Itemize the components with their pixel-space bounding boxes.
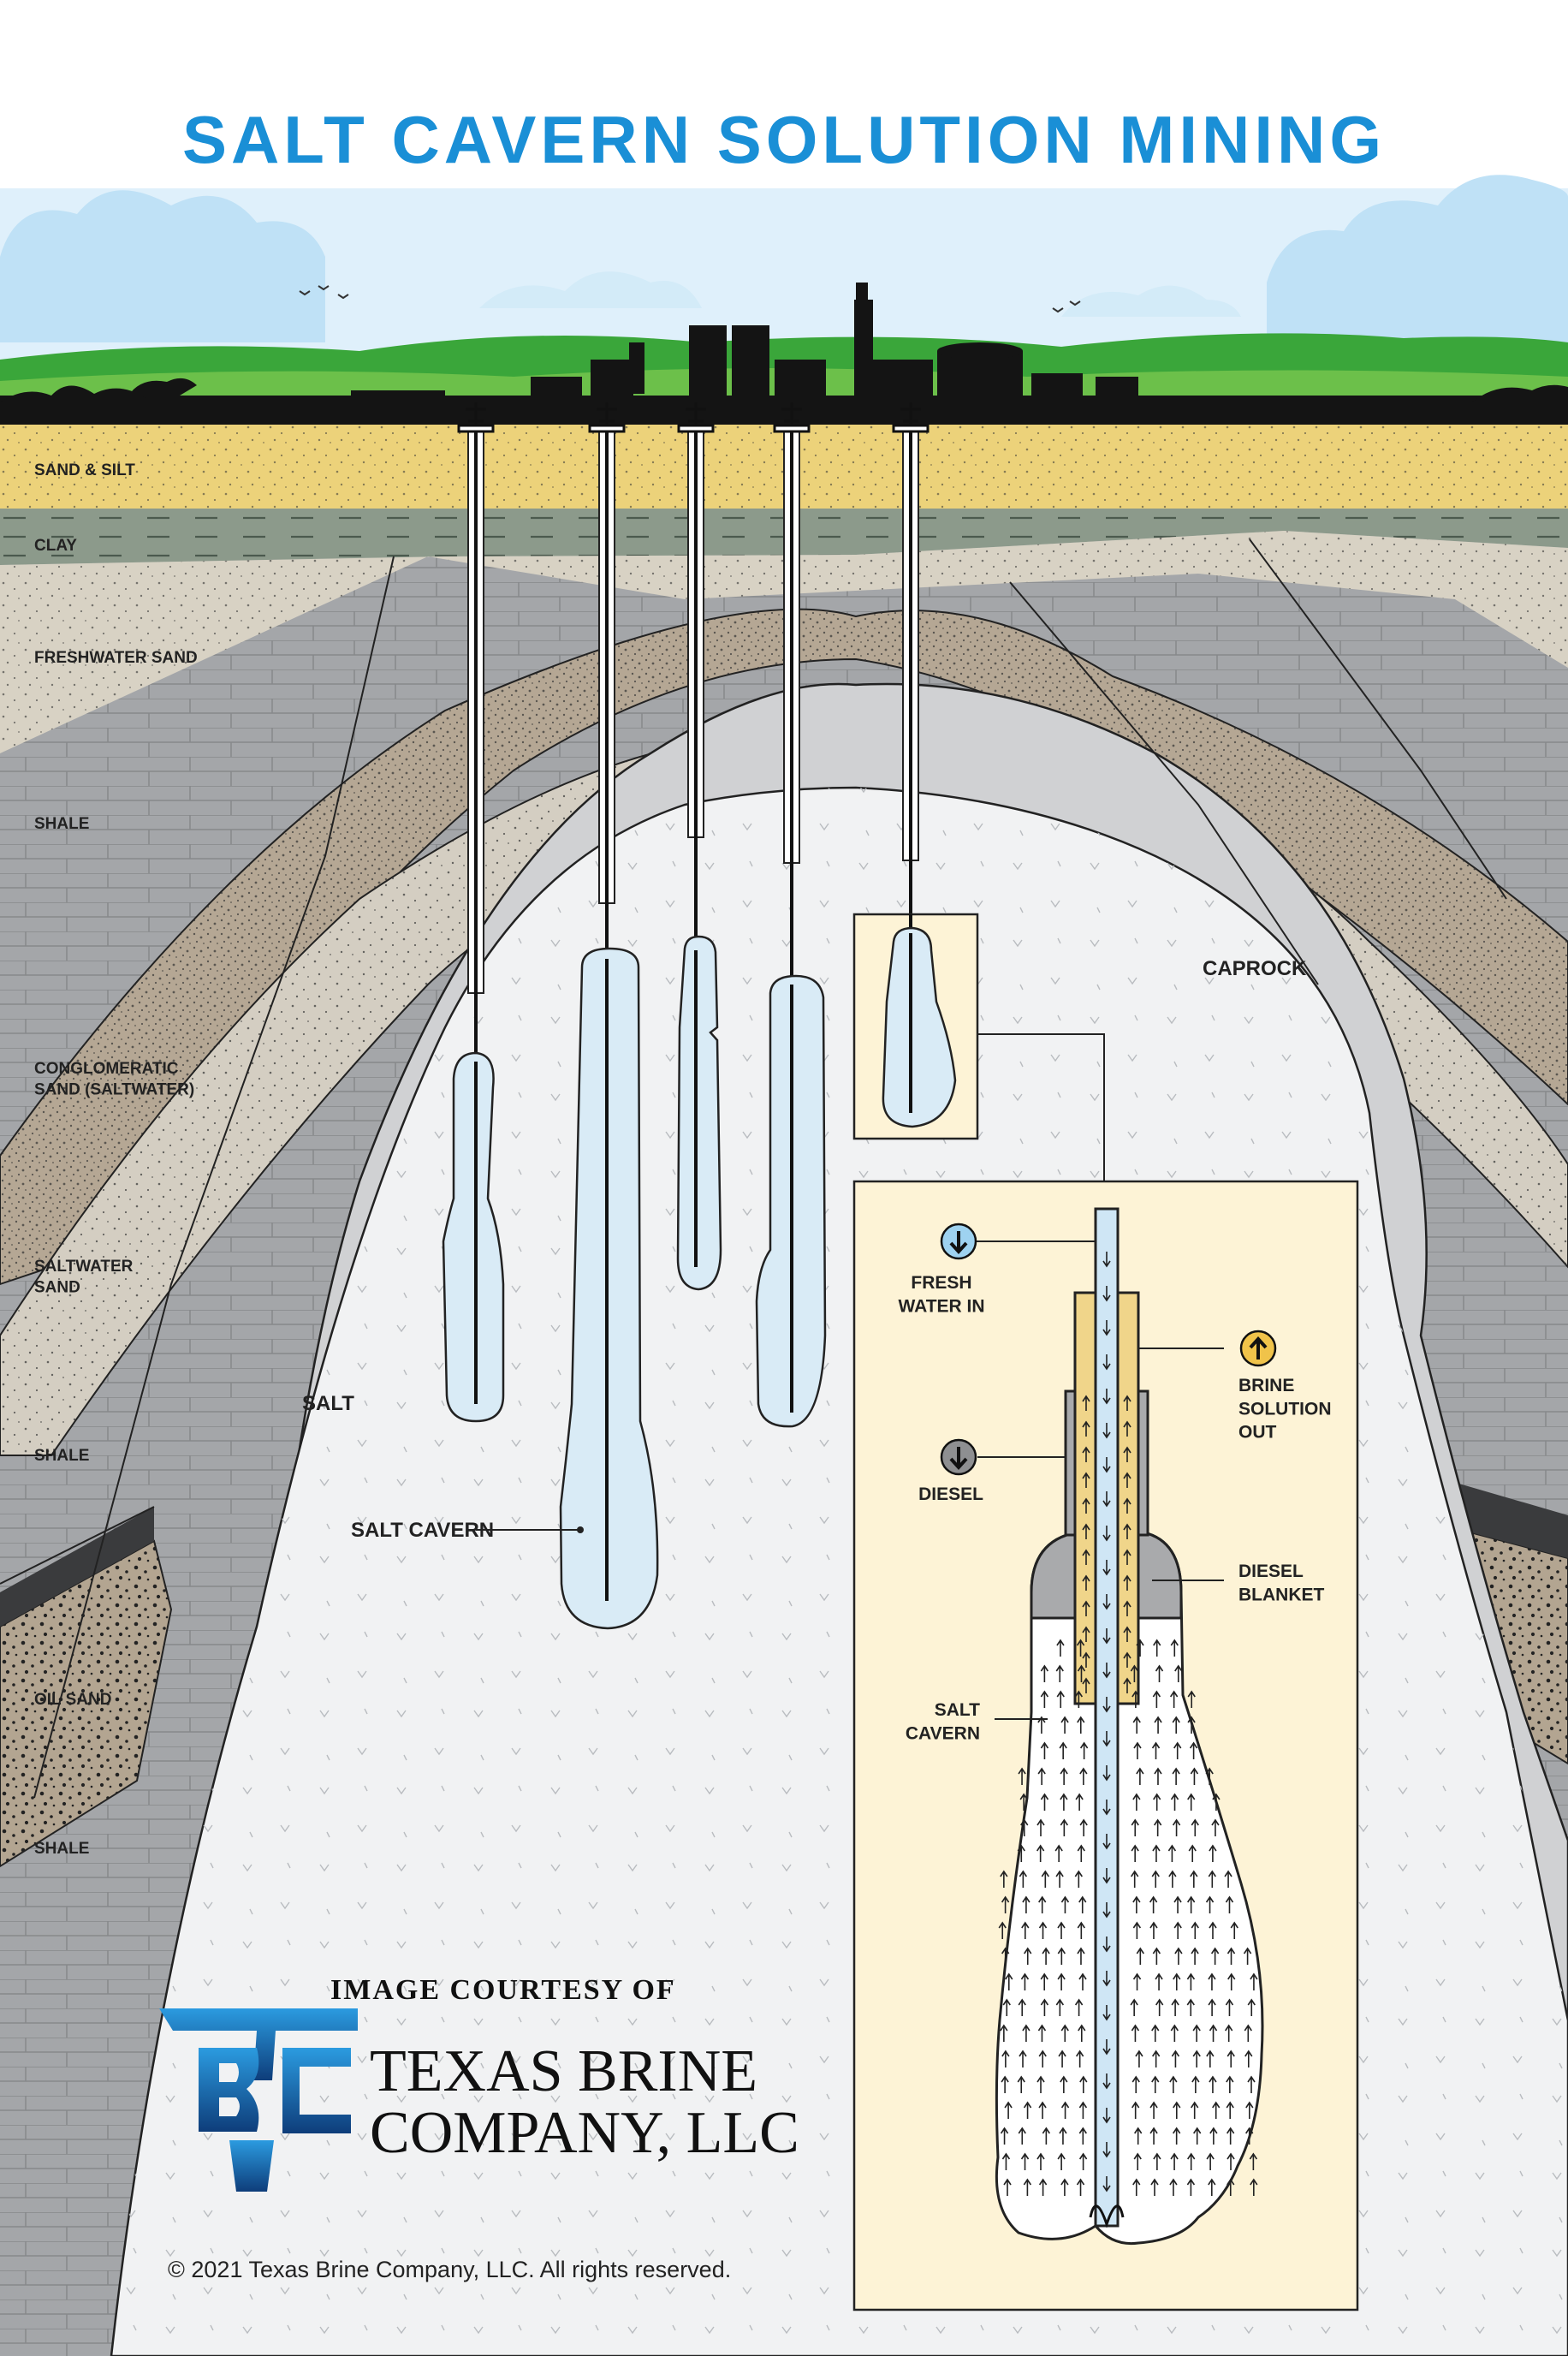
label-shale-3: SHALE: [34, 1840, 89, 1858]
clouds: [0, 175, 1568, 360]
wellhead-icon: [457, 402, 495, 433]
credit-company-line2: COMPANY, LLC: [370, 2100, 799, 2166]
up-arrow-icon: [1239, 1330, 1277, 1367]
inset-label-diesel: DIESEL: [918, 1484, 983, 1504]
label-oil-sand: OIL SAND: [34, 1691, 111, 1709]
flow-arrows-down: [1102, 1252, 1111, 2192]
well-1: [442, 427, 505, 1423]
wellhead-icon: [588, 402, 626, 433]
salt-cavern-5: [882, 926, 957, 1128]
label-freshwater-sand: FRESHWATER SAND: [34, 649, 198, 667]
copyright-text: © 2021 Texas Brine Company, LLC. All rig…: [168, 2257, 731, 2282]
down-arrow-icon: [940, 1223, 977, 1260]
credit-courtesy: IMAGE COURTESY OF: [330, 1974, 676, 2006]
salt-cavern-1: [442, 1051, 505, 1423]
wellhead-icon: [677, 402, 715, 433]
label-salt: SALT: [302, 1392, 354, 1415]
inset-cavern: [995, 1531, 1264, 2246]
credit-company-line1: TEXAS BRINE: [370, 2038, 757, 2104]
wells: [442, 402, 930, 1630]
label-clay: CLAY: [34, 537, 77, 555]
credit-block: IMAGE COURTESY OF TEXAS BRINE COMPANY, L…: [159, 1974, 799, 2282]
label-shale-2: SHALE: [34, 1447, 89, 1465]
logo-mark: [159, 2008, 358, 2192]
label-salt-cavern: SALT CAVERN: [351, 1519, 494, 1542]
flow-arrows-up: [998, 1395, 1258, 2196]
detail-callout: [852, 913, 1105, 1181]
well-2: [559, 427, 659, 1630]
salt-cavern-2: [559, 947, 659, 1630]
label-caprock: CAPROCK: [1203, 957, 1307, 980]
strata-labels: SAND & SILT CLAY FRESHWATER SAND SHALE C…: [34, 461, 198, 1858]
wellheads: [457, 402, 930, 433]
well-3: [676, 427, 722, 1291]
label-shale-1: SHALE: [34, 815, 89, 833]
salt-cavern-3: [676, 935, 722, 1291]
down-arrow-icon: [940, 1438, 977, 1476]
well-4: [755, 427, 827, 1428]
birds: [299, 285, 1081, 313]
surface-facility-silhouette: [0, 283, 1568, 430]
wellhead-icon: [892, 402, 930, 433]
label-sand-silt: SAND & SILT: [34, 461, 135, 479]
wellhead-icon: [773, 402, 811, 433]
page-title: SALT CAVERN SOLUTION MINING: [182, 102, 1386, 177]
